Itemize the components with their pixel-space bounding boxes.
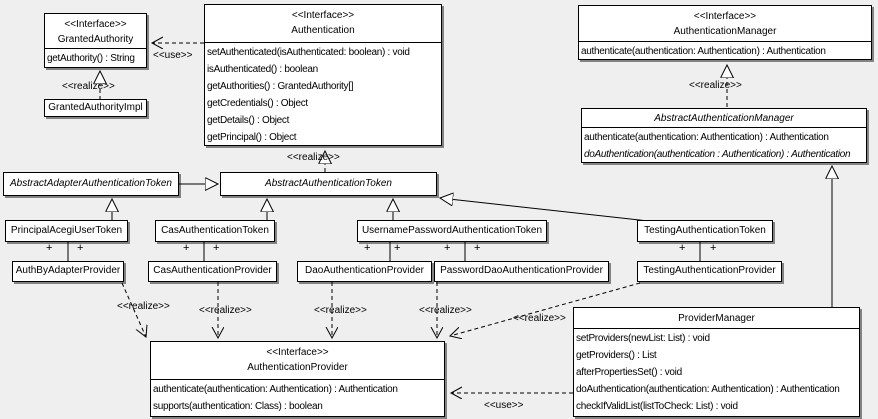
multiplicity-label: + (183, 242, 190, 254)
method: getProviders() : List (576, 350, 657, 361)
class-username-password-authentication-token: UsernamePasswordAuthenticationToken (357, 220, 547, 242)
multiplicity-label: + (77, 242, 84, 254)
edge-realize-authbyadapterprovider (121, 282, 146, 337)
edge-label-realize: <<realize>> (62, 81, 115, 92)
edge-label-realize: <<realize>> (117, 301, 170, 312)
class-header: <<Interface>> GrantedAuthority (45, 14, 146, 48)
stereotype-label: <<Interface>> (291, 10, 355, 21)
class-name: AuthenticationManager (673, 26, 777, 37)
class-auth-by-adapter-provider: AuthByAdapterProvider (12, 261, 124, 282)
class-testing-authentication-token: TestingAuthenticationToken (637, 220, 773, 242)
class-name: ProviderManager (678, 313, 755, 324)
class-authentication: <<Interface>> Authentication setAuthenti… (204, 4, 442, 146)
class-name: AuthenticationProvider (247, 362, 348, 373)
method: supports(authentication: Class) : boolea… (153, 401, 323, 412)
class-granted-authority-impl: GrantedAuthorityImpl (44, 99, 147, 117)
method: doAuthentication(authentication : Authen… (584, 149, 851, 160)
multiplicity-label: + (364, 242, 371, 254)
class-name: TestingAuthenticationToken (644, 225, 766, 236)
methods-compartment: setAuthenticated(isAuthenticated: boolea… (205, 42, 441, 145)
method: authenticate(authentication: Authenticat… (581, 46, 826, 57)
method: getCredentials() : Object (207, 98, 308, 109)
stereotype-label: <<Interface>> (266, 347, 329, 358)
class-abstract-authentication-manager: AbstractAuthenticationManager authentica… (581, 108, 867, 163)
class-name: AbstractAuthenticationToken (265, 178, 392, 189)
class-abstract-authentication-token: AbstractAuthenticationToken (220, 172, 437, 196)
method: isAuthenticated() : boolean (207, 64, 318, 75)
class-header: <<Interface>> Authentication (205, 5, 441, 42)
class-name: GrantedAuthorityImpl (48, 102, 143, 113)
class-abstract-adapter-authentication-token: AbstractAdapterAuthenticationToken (3, 172, 179, 196)
multiplicity-label: + (394, 242, 401, 254)
multiplicity-label: + (213, 242, 220, 254)
class-name: GrantedAuthority (57, 34, 134, 45)
class-provider-manager: ProviderManager setProviders(newList: Li… (573, 307, 860, 417)
edge-label-realize: <<realize>> (199, 305, 252, 316)
class-testing-authentication-provider: TestingAuthenticationProvider (637, 261, 782, 282)
class-name: CasAuthenticationProvider (153, 265, 272, 276)
method: setAuthenticated(isAuthenticated: boolea… (207, 47, 410, 58)
class-name: DaoAuthenticationProvider (305, 265, 424, 276)
multiplicity-label: + (710, 242, 717, 254)
class-header: AbstractAuthenticationManager (582, 109, 866, 127)
class-name: Authentication (291, 25, 355, 36)
class-name: AuthByAdapterProvider (15, 265, 121, 276)
class-name: AbstractAdapterAuthenticationToken (10, 178, 172, 189)
edge-generalize-testingtoken (440, 198, 649, 222)
class-granted-authority: <<Interface>> GrantedAuthority getAuthor… (44, 13, 147, 68)
class-dao-authentication-provider: DaoAuthenticationProvider (297, 261, 432, 282)
methods-compartment: getAuthority() : String (45, 48, 146, 67)
edge-label-realize: <<realize>> (314, 305, 367, 316)
multiplicity-label: + (679, 242, 686, 254)
class-password-dao-authentication-provider: PasswordDaoAuthenticationProvider (434, 261, 609, 282)
multiplicity-label: + (474, 242, 481, 254)
class-principal-acegi-user-token: PrincipalAcegiUserToken (5, 220, 128, 242)
edge-label-use: <<use>> (484, 400, 524, 411)
edge-label-realize: <<realize>> (287, 152, 340, 163)
edge-realize-testingprovider (450, 282, 641, 336)
class-name: AbstractAuthenticationManager (654, 113, 794, 124)
methods-compartment: authenticate(authentication: Authenticat… (582, 127, 866, 162)
class-header: ProviderManager (574, 308, 859, 328)
method: getPrincipal() : Object (207, 132, 297, 143)
class-name: UsernamePasswordAuthenticationToken (361, 225, 543, 236)
class-authentication-manager: <<Interface>> AuthenticationManager auth… (578, 5, 872, 60)
multiplicity-label: + (46, 242, 53, 254)
edge-label-realize: <<realize>> (419, 305, 472, 316)
method: setProviders(newList: List) : void (576, 333, 710, 344)
methods-compartment: authenticate(authentication: Authenticat… (579, 41, 871, 59)
method: getDetails() : Object (207, 115, 290, 126)
method: afterPropertiesSet() : void (576, 367, 682, 378)
class-name: PasswordDaoAuthenticationProvider (440, 265, 603, 276)
method: doAuthentication(authentication: Authent… (576, 384, 840, 395)
class-cas-authentication-provider: CasAuthenticationProvider (148, 261, 277, 282)
edge-label-realize: <<realize>> (513, 313, 566, 324)
class-cas-authentication-token: CasAuthenticationToken (155, 220, 275, 242)
method: getAuthorities() : GrantedAuthority[] (207, 81, 354, 92)
stereotype-label: <<Interface>> (64, 19, 127, 30)
class-name: CasAuthenticationToken (161, 225, 269, 236)
class-header: <<Interface>> AuthenticationProvider (151, 342, 444, 379)
method: checkIfValidList(listToCheck: List) : vo… (576, 401, 738, 412)
class-authentication-provider: <<Interface>> AuthenticationProvider aut… (150, 341, 445, 417)
method: getAuthority() : String (47, 53, 135, 64)
methods-compartment: authenticate(authentication: Authenticat… (151, 379, 444, 415)
class-name: PrincipalAcegiUserToken (10, 225, 123, 236)
edge-label-realize: <<realize>> (689, 80, 742, 91)
stereotype-label: <<Interface>> (693, 11, 757, 22)
method: authenticate(authentication: Authenticat… (153, 384, 398, 395)
multiplicity-label: + (444, 242, 451, 254)
class-header: <<Interface>> AuthenticationManager (579, 6, 871, 41)
class-name: TestingAuthenticationProvider (643, 265, 776, 276)
edge-label-use: <<use>> (153, 50, 193, 61)
method: authenticate(authentication: Authenticat… (584, 132, 829, 143)
methods-compartment: setProviders(newList: List) : void getPr… (574, 328, 859, 415)
